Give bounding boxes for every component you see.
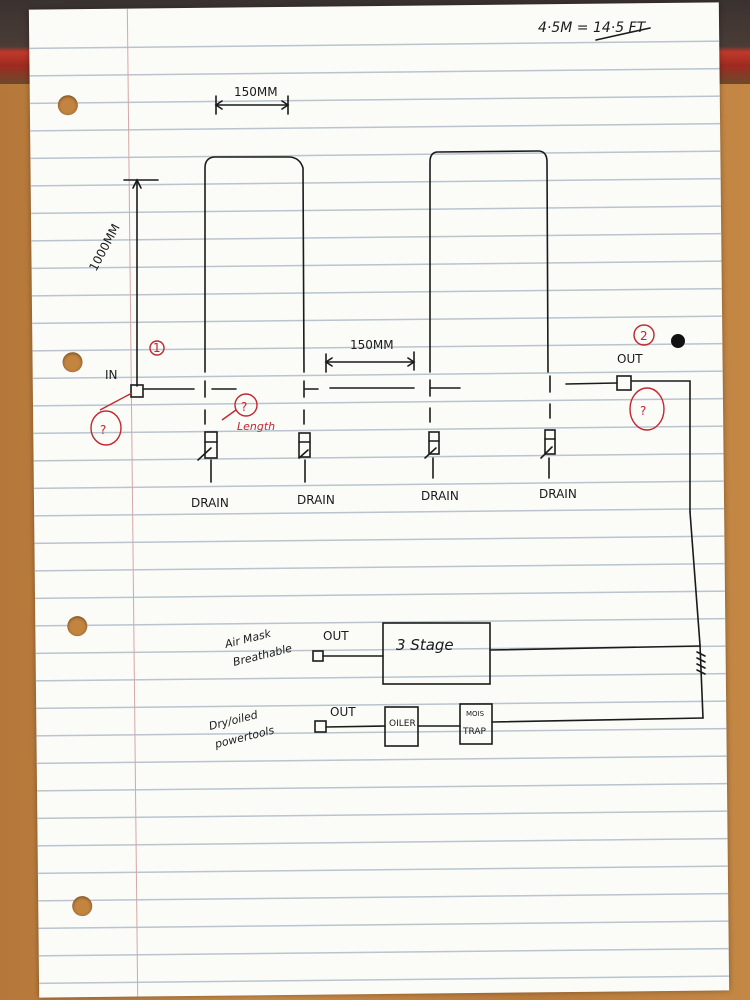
tee-fittings (204, 375, 551, 425)
drop-loop-left (204, 156, 305, 373)
drain-label-1: DRAIN (191, 496, 229, 510)
svg-text:1: 1 (153, 341, 161, 355)
drop-loop-right (429, 150, 549, 373)
outlet: 2 OUT ? (616, 324, 685, 431)
svg-text:1000MM: 1000MM (86, 222, 122, 274)
drain-valve-4 (540, 429, 556, 479)
svg-text:?: ? (640, 404, 646, 418)
svg-text:?: ? (100, 423, 106, 437)
drain-valve-3 (424, 431, 440, 479)
svg-text:2: 2 (640, 329, 648, 343)
svg-text:IN: IN (105, 368, 118, 382)
drain-label-2: DRAIN (297, 493, 335, 507)
svg-text:Length: Length (237, 420, 275, 433)
svg-text:150MM: 150MM (234, 85, 278, 99)
return-line (689, 511, 706, 719)
moisture-trap-label-2: TRAP (462, 727, 487, 737)
drain-label-3: DRAIN (421, 489, 459, 503)
length-note: ? Length (221, 393, 275, 433)
header-underline (595, 27, 651, 41)
three-stage-filter-label: 3 Stage (396, 636, 454, 654)
svg-text:OUT: OUT (617, 352, 643, 366)
header-note: 4·5M = 14·5 FT (538, 20, 647, 36)
svg-text:OUT: OUT (330, 705, 356, 719)
svg-text:OUT: OUT (323, 629, 349, 643)
drain-valve-1 (197, 431, 218, 483)
inlet: 1 IN ? (90, 340, 165, 446)
svg-text:?: ? (241, 400, 247, 414)
moisture-trap-label-1: MOIS (466, 710, 485, 718)
air-mask-branch: Air Mask Breathable OUT 3 Stage (223, 622, 701, 685)
svg-text:150MM: 150MM (350, 338, 394, 352)
power-tools-branch: Dry/oiled powertools OUT OILER MOIS TRAP (208, 703, 704, 751)
dimension-top-spacing: 150MM (214, 85, 290, 115)
drain-label-4: DRAIN (539, 487, 577, 501)
main-air-line (143, 380, 691, 513)
dimension-mid-spacing: 150MM (324, 338, 416, 373)
dimension-riser-height: 1000MM (86, 178, 159, 387)
oiler-label: OILER (389, 719, 416, 729)
drain-valve-2 (298, 432, 311, 483)
